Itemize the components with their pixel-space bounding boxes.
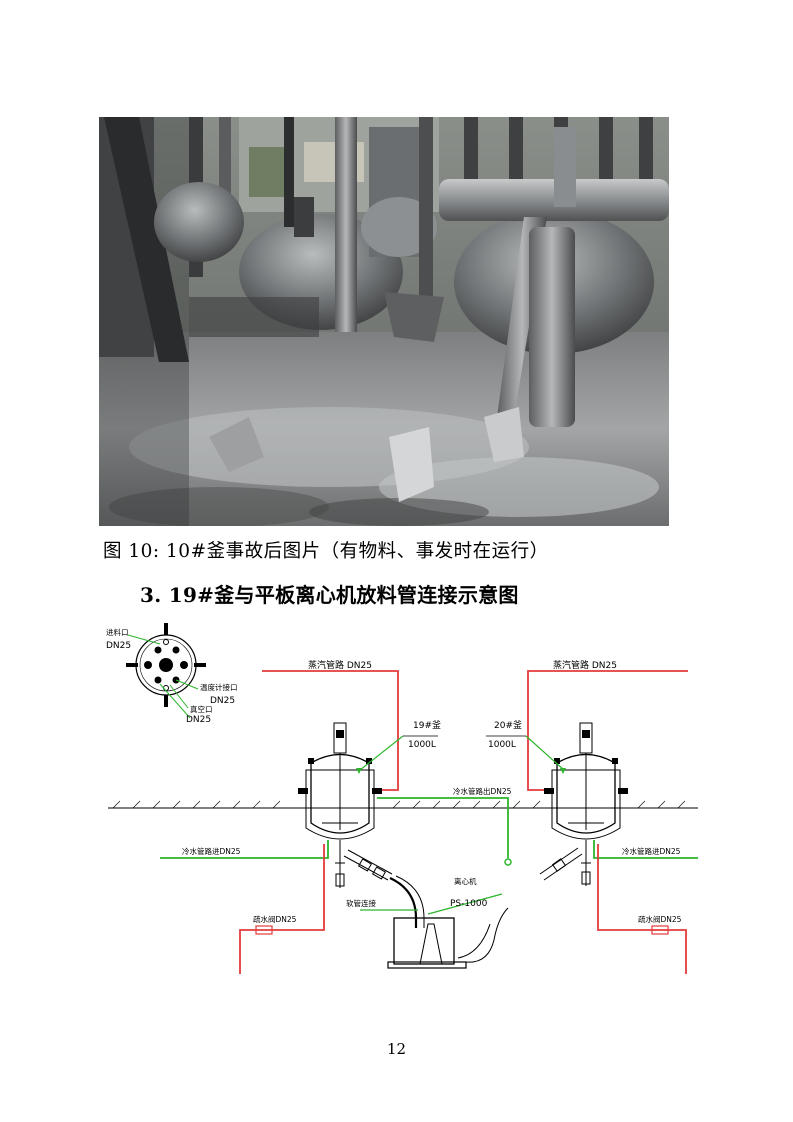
inlet-size: DN25 (106, 641, 131, 651)
vacuum-size: DN25 (186, 715, 211, 725)
cooling-in-left-label: 冷水管路进DN25 (182, 846, 241, 856)
kettle-top-view (126, 623, 206, 719)
centrifuge-model: PS-1000 (450, 899, 488, 909)
steam-label-left: 蒸汽管路 DN25 (308, 659, 372, 671)
kettle20-name: 20#釜 (494, 719, 522, 731)
cooling-out-label: 冷水管路出DN25 (453, 786, 512, 796)
kettle-19 (298, 722, 382, 840)
discharge-pipe-20 (539, 840, 591, 886)
cooling-in-right-label: 冷水管路进DN25 (622, 846, 681, 856)
vacuum-label: 真空口 (190, 704, 213, 714)
temp-label: 温度计接口 (200, 682, 238, 692)
drain-line-right (597, 844, 687, 974)
cooling-in-left-line (160, 840, 329, 859)
kettle19-name: 19#釜 (413, 719, 441, 731)
steam-label-right: 蒸汽管路 DN25 (553, 659, 617, 671)
centrifuge (387, 907, 509, 969)
photo-caption: 图 10: 10#釜事故后图片（有物料、事发时在运行） (103, 541, 549, 562)
accident-photo-image (99, 117, 669, 526)
connection-diagram-svg: 进料口 DN25 温度计接口 DN25 真空口 DN25 蒸汽管路 DN25 蒸… (106, 623, 698, 974)
drain-line-left (239, 844, 325, 974)
kettle19-volume: 1000L (408, 740, 436, 750)
cooling-out-line (377, 797, 509, 858)
connection-diagram: 进料口 DN25 温度计接口 DN25 真空口 DN25 蒸汽管路 DN25 蒸… (98, 618, 704, 980)
steam-line-right (527, 670, 688, 791)
page-number: 12 (386, 1040, 407, 1058)
centrifuge-label: 离心机 (454, 876, 477, 886)
accident-photo (99, 117, 669, 526)
hose-label: 软管连接 (346, 898, 376, 908)
drain-label-right: 疏水阀DN25 (638, 914, 682, 924)
drain-label-left: 疏水阀DN25 (253, 914, 297, 924)
ground-hatch (112, 800, 686, 809)
discharge-pipe (335, 840, 425, 928)
kettle-20 (544, 722, 628, 840)
section-heading: 3. 19#釜与平板离心机放料管连接示意图 (140, 583, 519, 607)
kettle20-volume: 1000L (488, 740, 516, 750)
cooling-in-right-line (593, 840, 698, 859)
steam-line-left (262, 670, 399, 791)
inlet-label: 进料口 (106, 627, 129, 637)
temp-size: DN25 (210, 696, 235, 706)
